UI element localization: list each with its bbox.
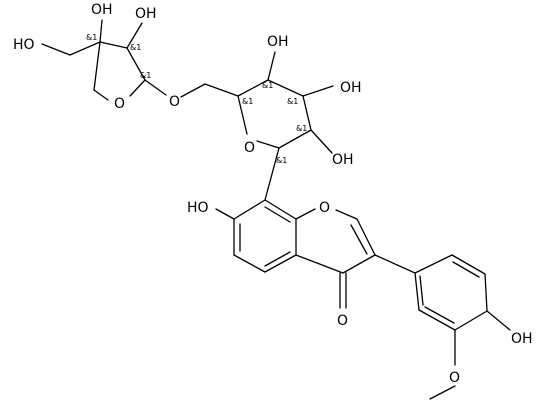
bond-ch2-oh	[41, 43, 71, 56]
bond-pyranose-c2-c1	[278, 129, 312, 149]
bond-c8a-o1	[295, 208, 316, 220]
bond-pyranose-c1-o	[256, 140, 280, 149]
bond-o1-c2	[335, 209, 358, 220]
atom-label-methoxy-o: O	[449, 370, 460, 386]
bond-furanose-c3-c2	[99, 41, 128, 49]
bond-b-c2-c3-inner	[452, 261, 480, 278]
atom-label-furanose-ring-o: O	[114, 96, 125, 112]
bond-c5-c4a-inner	[264, 251, 291, 267]
bond-c3-oh	[302, 85, 334, 97]
atom-label-carbonyl-o: O	[337, 313, 348, 329]
stereo-mark-pyranose-c1: &1	[276, 156, 287, 165]
atom-label-pyranose-oh-lower: OH	[332, 152, 354, 168]
bond-pyranose-c4-c3	[267, 79, 304, 97]
bond-c3-c4	[342, 254, 376, 274]
atom-label-furanose-oh-top-right: OH	[135, 6, 157, 22]
bond-b-c4-c5	[454, 310, 488, 331]
atom-label-pyranose-oh-right: OH	[340, 80, 362, 96]
atom-label-phenol-ho: HO	[187, 200, 209, 216]
bond-b-c6-c1-inner	[419, 275, 424, 306]
bond-b-c6-c1	[414, 272, 420, 311]
bond-c5-c4a	[264, 254, 297, 273]
stereo-mark-pyranose-c4: &1	[262, 81, 273, 90]
bond-c2-oh	[310, 129, 333, 154]
bond-b-c5-c6	[418, 309, 456, 331]
atom-label-pyranose-oh-top: OH	[267, 34, 289, 50]
bond-c8a-c8	[264, 199, 297, 220]
atom-label-furanose-oh-top-left: OH	[91, 2, 113, 18]
bond-lines	[41, 19, 511, 400]
bond-c3-ch2	[69, 41, 101, 56]
bond-c3-oh	[99, 19, 103, 43]
bond-c2-c3	[356, 218, 376, 256]
bond-b-c4-oh	[486, 310, 511, 331]
bond-pyranose-o-c5	[237, 95, 248, 135]
atom-label-chromone-ring-o: O	[319, 200, 330, 216]
atom-label-hydroxymethyl-ho: HO	[13, 37, 35, 53]
bond-glycosidic-o-ch2	[180, 83, 206, 98]
bond-c7-oh	[215, 208, 235, 220]
bond-b-c5-c6-inner	[424, 306, 455, 324]
bond-ch2-c5	[204, 83, 239, 97]
bond-furanose-c1-o	[129, 79, 146, 97]
bond-b-c1-c2	[414, 254, 453, 274]
stereo-mark-furanose-c2: &1	[130, 43, 141, 52]
stereo-mark-pyranose-c5: &1	[242, 97, 253, 106]
bond-c8-c7	[233, 199, 266, 220]
atom-label-glycosidic-o: O	[169, 94, 180, 110]
bond-c4-c4a	[295, 254, 344, 274]
bond-pyranose-c5-c4	[237, 79, 269, 97]
bond-furanose-o-c4	[93, 89, 109, 101]
atom-labels: OH OH HO O O OH OH O OH HO O O OH O	[13, 2, 533, 386]
bond-pyranose-c3-c2	[302, 95, 312, 131]
atom-label-pyranose-ring-o: O	[244, 140, 255, 156]
bond-b-c2-c3	[451, 254, 486, 275]
bond-c1-glycosidic-o	[144, 79, 167, 96]
bond-furanose-c2-c1	[126, 47, 146, 81]
bond-c6-c5	[233, 254, 266, 273]
bond-c3-c1prime	[374, 254, 416, 274]
stereo-mark-pyranose-c2: &1	[296, 124, 307, 133]
bond-c1-c8	[264, 147, 280, 201]
bond-c2-c3-inner	[350, 224, 368, 255]
stereo-mark-furanose-quaternary: &1	[86, 33, 97, 42]
bond-c4-oh	[267, 51, 276, 81]
bond-furanose-c4-c3	[93, 41, 101, 91]
atom-label-aryl-oh: OH	[511, 331, 533, 347]
bond-ome-o-ch3	[429, 385, 456, 400]
stereo-mark-furanose-anomeric: &1	[140, 71, 151, 80]
stereo-marks: &1 &1 &1 &1 &1 &1 &1 &1	[86, 33, 307, 165]
bond-c8a-c8-inner	[264, 206, 291, 223]
bond-b-c3-c4	[484, 273, 488, 312]
stereo-mark-pyranose-c3: &1	[287, 97, 298, 106]
bond-c2-oh	[126, 22, 143, 49]
